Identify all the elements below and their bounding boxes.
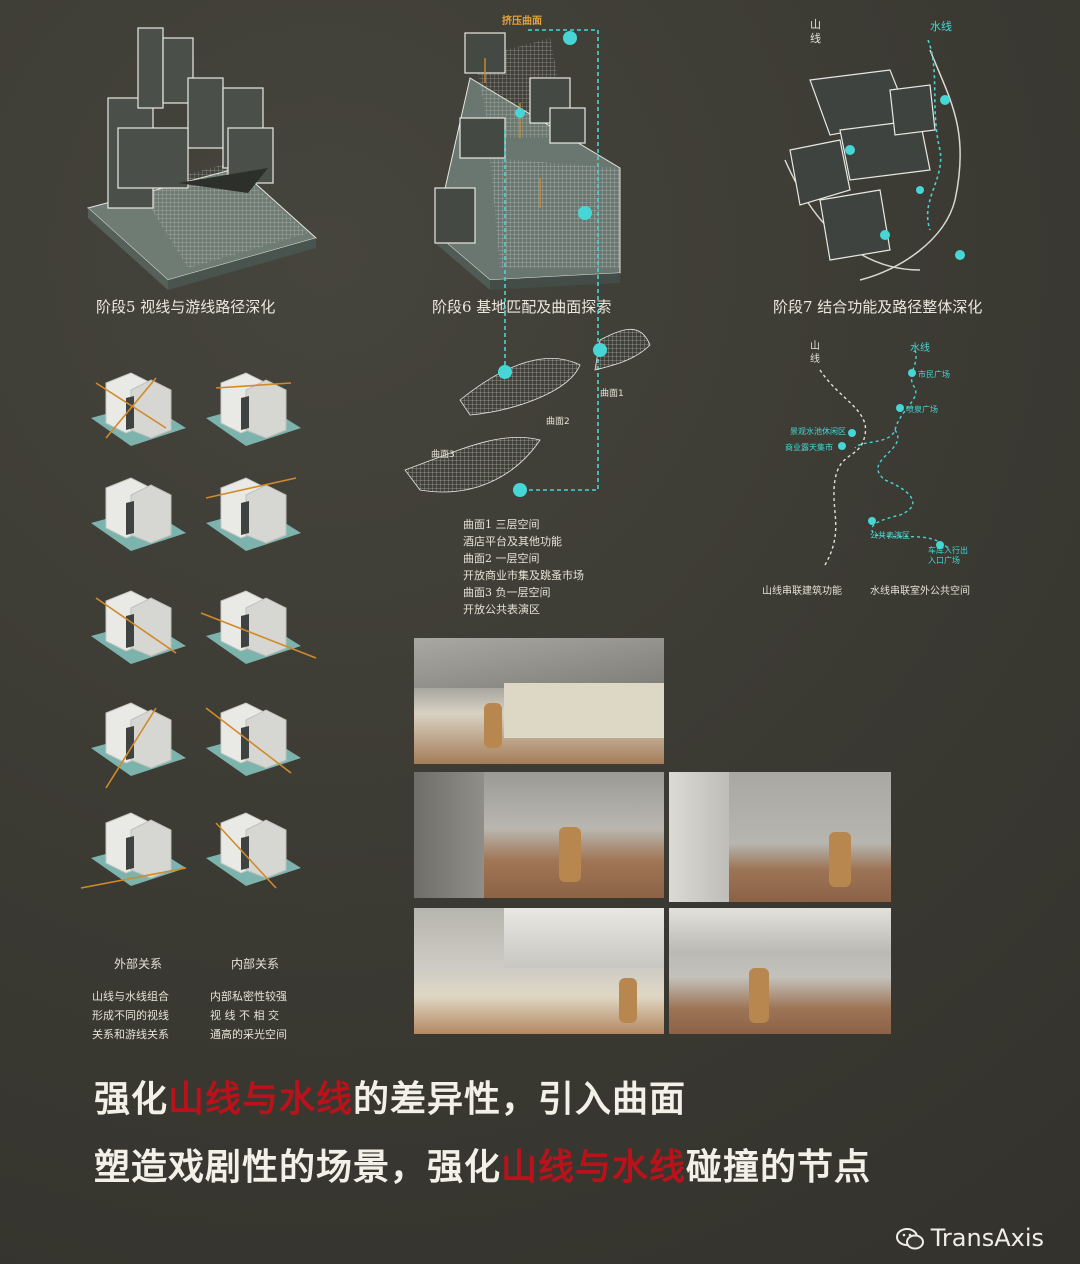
stage6-model: [434, 31, 621, 290]
logo-text: TransAxis: [930, 1224, 1044, 1252]
relation-diagrams: [80, 372, 317, 889]
headline-line-1: 强化山线与水线的差异性，引入曲面: [94, 1070, 686, 1122]
inner-line: 内部私密性较强: [210, 990, 287, 1003]
stage7-caption: 阶段7 结合功能及路径整体深化: [773, 298, 983, 316]
squeeze-surface-label: 挤压曲面: [502, 16, 542, 27]
headline-1-a: 强化: [94, 1078, 169, 1120]
surfaces-diagram: [404, 29, 651, 497]
render-3: [669, 772, 891, 902]
route-point: 市民广场: [918, 370, 950, 379]
surface2-label: 曲面2: [546, 417, 570, 427]
render-4: [414, 908, 664, 1034]
route-mountain-label: 山 线: [810, 341, 820, 365]
route-point: 商业露天集市: [785, 443, 833, 452]
surface-note-line: 曲面2 一层空间: [463, 552, 540, 565]
headline-1-red: 山线与水线: [168, 1078, 354, 1120]
surface-note-line: 酒店平台及其他功能: [463, 535, 562, 548]
surface1-label: 曲面1: [600, 389, 624, 399]
map-mountain-label-top: 山 线: [810, 18, 821, 45]
wechat-icon: [895, 1228, 924, 1250]
surface-note-line: 曲面3 负一层空间: [463, 586, 551, 599]
map-water-label-top: 水线: [930, 20, 952, 33]
headline-2-red: 山线与水线: [501, 1146, 687, 1188]
surface-note-line: 开放公共表演区: [463, 603, 540, 616]
route-diagram: [819, 349, 951, 566]
outer-relation-title: 外部关系: [114, 957, 163, 971]
surface3-label: 曲面3: [431, 450, 455, 460]
route-point: 车库人行出 入口广场: [928, 546, 968, 565]
transaxis-logo: TransAxis: [895, 1224, 1044, 1252]
outer-line: 关系和游线关系: [92, 1028, 169, 1041]
inner-relation-title: 内部关系: [231, 957, 280, 971]
surface-note-line: 开放商业市集及跳蚤市场: [463, 569, 584, 582]
inner-line: 视 线 不 相 交: [210, 1009, 279, 1022]
headline-2-a: 塑造戏剧性的场景，强化: [94, 1146, 502, 1188]
outer-line: 形成不同的视线: [92, 1009, 169, 1022]
surface-note-line: 曲面1 三层空间: [463, 518, 540, 531]
route-caption-left: 山线串联建筑功能: [762, 586, 842, 597]
route-point: 喷泉广场: [906, 405, 938, 414]
render-5: [669, 908, 891, 1034]
route-water-label: 水线: [910, 343, 930, 354]
inner-relation-text: 内部私密性较强 视 线 不 相 交 通高的采光空间: [210, 987, 287, 1044]
headline-1-b: 的差异性，引入曲面: [353, 1078, 687, 1120]
surface-notes: 曲面1 三层空间 酒店平台及其他功能 曲面2 一层空间 开放商业市集及跳蚤市场 …: [463, 516, 584, 618]
headline-line-2: 塑造戏剧性的场景，强化山线与水线碰撞的节点: [94, 1138, 871, 1190]
route-point: 公共表演区: [870, 531, 910, 540]
route-caption-right: 水线串联室外公共空间: [870, 586, 970, 597]
outer-relation-text: 山线与水线组合 形成不同的视线 关系和游线关系: [92, 987, 169, 1044]
stage6-caption: 阶段6 基地匹配及曲面探索: [432, 298, 612, 316]
render-2: [414, 772, 664, 898]
render-1: [414, 638, 664, 764]
inner-line: 通高的采光空间: [210, 1028, 287, 1041]
headline-2-b: 碰撞的节点: [686, 1146, 872, 1188]
stage5-model: [86, 27, 318, 290]
stage5-caption: 阶段5 视线与游线路径深化: [96, 298, 276, 316]
stage7-model: [784, 40, 965, 281]
route-point: 景观水池休闲区: [790, 427, 846, 436]
outer-line: 山线与水线组合: [92, 990, 169, 1003]
